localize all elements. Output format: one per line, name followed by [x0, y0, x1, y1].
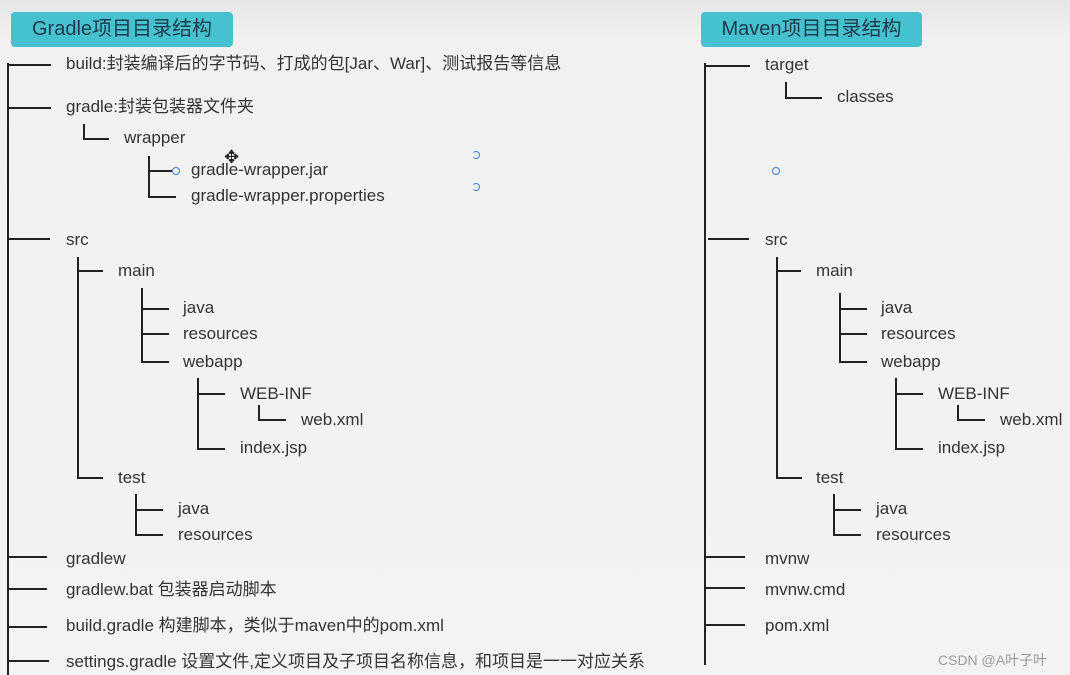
branch [839, 333, 867, 335]
branch [83, 138, 109, 140]
branch [7, 626, 47, 628]
branch [839, 293, 841, 362]
node-main[interactable]: main [118, 261, 155, 280]
branch [148, 170, 172, 172]
node-main-resources[interactable]: resources [881, 324, 956, 343]
branch [785, 82, 787, 98]
node-target[interactable]: target [765, 55, 809, 74]
branch [141, 361, 169, 363]
branch [135, 534, 163, 536]
branch [197, 393, 225, 395]
node-settings-gradle[interactable]: settings.gradle 设置文件,定义项目及子项目名称信息，和项目是一一… [66, 652, 646, 671]
branch [141, 333, 169, 335]
node-main-resources[interactable]: resources [183, 324, 258, 343]
connection-handle-icon[interactable] [172, 167, 180, 175]
branch [135, 509, 163, 511]
node-main-java[interactable]: java [183, 298, 215, 317]
node-pom[interactable]: pom.xml [765, 616, 830, 635]
branch [776, 477, 802, 479]
branch [258, 419, 286, 421]
gradle-title[interactable]: Gradle项目目录结构 [11, 12, 233, 47]
branch [197, 448, 225, 450]
node-wrapper-jar[interactable]: gradle-wrapper.jar [191, 160, 329, 179]
node-gradle[interactable]: gradle:封装包装器文件夹 [66, 97, 254, 116]
node-webxml[interactable]: web.xml [301, 410, 364, 429]
node-test-java[interactable]: java [178, 499, 210, 518]
maven-root-trunk [704, 63, 706, 665]
node-wrapper-properties[interactable]: gradle-wrapper.properties [191, 186, 385, 205]
connection-handle-icon[interactable] [772, 167, 780, 175]
branch [957, 405, 959, 420]
node-build[interactable]: build:封装编译后的字节码、打成的包[Jar、War]、测试报告等信息 [66, 54, 562, 73]
node-webapp[interactable]: webapp [881, 352, 941, 371]
branch [776, 257, 778, 478]
branch [833, 534, 861, 536]
branch [7, 588, 47, 590]
node-gradlew-bat[interactable]: gradlew.bat 包装器启动脚本 [66, 580, 277, 599]
node-indexjsp[interactable]: index.jsp [240, 438, 308, 457]
branch [77, 257, 79, 478]
connection-handle-icon[interactable] [472, 183, 480, 191]
branch [9, 238, 50, 240]
node-webinf[interactable]: WEB-INF [938, 384, 1010, 403]
branch [141, 288, 143, 362]
node-indexjsp[interactable]: index.jsp [938, 438, 1006, 457]
branch [895, 378, 897, 450]
node-main[interactable]: main [816, 261, 853, 280]
branch [704, 65, 750, 67]
branch [895, 448, 923, 450]
node-build-gradle[interactable]: build.gradle 构建脚本，类似于maven中的pom.xml [66, 616, 444, 635]
branch [77, 270, 103, 272]
branch [258, 405, 260, 420]
connection-handle-icon[interactable] [472, 151, 480, 159]
branch [197, 378, 199, 450]
branch [785, 97, 822, 99]
branch [148, 156, 150, 198]
branch [776, 270, 801, 272]
node-test[interactable]: test [816, 468, 844, 487]
node-webinf[interactable]: WEB-INF [240, 384, 312, 403]
branch [706, 587, 745, 589]
node-src[interactable]: src [66, 230, 89, 249]
node-mvnw[interactable]: mvnw [765, 549, 810, 568]
branch [708, 238, 749, 240]
branch [7, 556, 47, 558]
branch [7, 107, 51, 109]
branch [833, 494, 835, 536]
maven-title[interactable]: Maven项目目录结构 [701, 12, 922, 47]
node-test-resources[interactable]: resources [876, 525, 951, 544]
branch [7, 660, 49, 662]
node-test[interactable]: test [118, 468, 146, 487]
node-mvnw-cmd[interactable]: mvnw.cmd [765, 580, 846, 599]
node-test-java[interactable]: java [876, 499, 908, 518]
branch [895, 393, 923, 395]
branch [706, 556, 745, 558]
node-wrapper[interactable]: wrapper [124, 128, 186, 147]
node-gradlew[interactable]: gradlew [66, 549, 126, 568]
branch [957, 419, 985, 421]
branch [839, 361, 867, 363]
branch [148, 196, 176, 198]
branch [77, 477, 103, 479]
node-webapp[interactable]: webapp [183, 352, 243, 371]
watermark: CSDN @A叶子叶 [938, 652, 1048, 668]
branch [7, 64, 51, 66]
gradle-root-trunk [7, 63, 9, 675]
node-webxml[interactable]: web.xml [1000, 410, 1063, 429]
node-test-resources[interactable]: resources [178, 525, 253, 544]
branch [833, 509, 861, 511]
branch [839, 308, 867, 310]
branch [706, 624, 745, 626]
branch [141, 308, 169, 310]
node-main-java[interactable]: java [881, 298, 913, 317]
branch [83, 124, 85, 139]
node-src[interactable]: src [765, 230, 788, 249]
move-cursor-icon: ✥ [224, 147, 240, 167]
node-classes[interactable]: classes [837, 87, 894, 106]
branch [135, 494, 137, 536]
